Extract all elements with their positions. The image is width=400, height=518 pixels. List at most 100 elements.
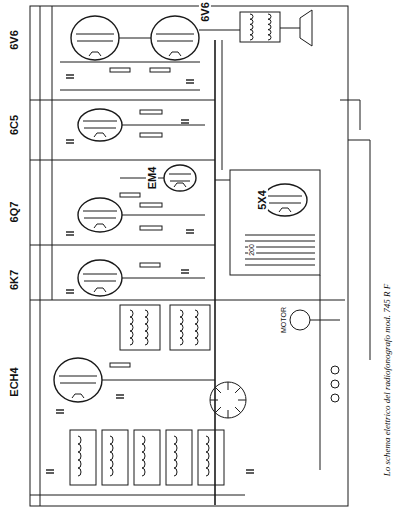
wire <box>215 180 230 181</box>
wire <box>348 140 370 360</box>
wire <box>60 383 96 384</box>
wire <box>246 469 254 470</box>
wire <box>56 412 64 413</box>
wire <box>40 6 41 506</box>
tube-filament <box>169 52 181 56</box>
rf-coil <box>198 430 224 485</box>
power-transformer <box>230 170 320 275</box>
wire <box>46 469 54 470</box>
wire <box>30 100 215 101</box>
wire <box>122 278 205 279</box>
resistor-symbol <box>140 263 160 267</box>
wire <box>246 472 254 473</box>
rf-coil <box>166 430 192 485</box>
wire <box>268 196 302 197</box>
resistor-symbol <box>140 133 162 137</box>
wire <box>66 74 74 75</box>
wire <box>66 231 74 232</box>
wire <box>340 100 360 130</box>
wire <box>84 218 116 219</box>
tube-label: ECH4 <box>8 366 20 397</box>
wire <box>66 292 74 293</box>
wire <box>169 174 191 175</box>
coil <box>110 436 113 476</box>
wire <box>30 300 345 301</box>
tube-label: 5X4 <box>256 189 268 211</box>
tube-label: 6V6 <box>199 1 211 23</box>
vacuum-tube <box>263 184 307 216</box>
wire <box>30 495 245 496</box>
wire <box>228 382 229 390</box>
wire <box>83 211 117 212</box>
wire <box>214 40 216 505</box>
component-value: 200 <box>248 243 256 257</box>
wire <box>157 41 193 42</box>
wire <box>59 376 97 377</box>
wire <box>84 281 116 282</box>
resistor-symbol <box>140 203 162 207</box>
wire <box>280 28 300 29</box>
resistor-symbol <box>120 193 140 197</box>
wire <box>181 122 189 123</box>
tube-filament <box>72 394 84 398</box>
tube-label: 6C5 <box>8 114 20 136</box>
pilot-lamp <box>331 366 339 374</box>
tube-filament <box>94 133 106 137</box>
tube-filament <box>279 208 291 212</box>
wire <box>269 203 301 204</box>
wire <box>186 82 194 83</box>
tube-filament <box>89 52 101 56</box>
wire <box>245 265 315 266</box>
tube-label: EM4 <box>146 166 158 191</box>
wire <box>46 472 54 473</box>
vacuum-tube <box>78 109 122 141</box>
tube-filament <box>94 224 106 228</box>
wire <box>84 128 116 129</box>
tube-label: 6Q7 <box>8 201 20 224</box>
if-transformer <box>120 305 160 350</box>
wire <box>238 400 246 401</box>
if-transformer <box>170 305 210 350</box>
wire <box>76 34 114 35</box>
tube-label: 6V6 <box>8 29 20 51</box>
wire <box>60 62 200 63</box>
tube-label: 6K7 <box>8 269 20 291</box>
wire <box>210 400 218 401</box>
vacuum-tube <box>54 358 102 402</box>
wire <box>83 121 117 122</box>
coil <box>180 310 183 345</box>
component-value: MOTOR <box>280 306 288 334</box>
wire <box>235 407 241 413</box>
rf-coil <box>102 430 128 485</box>
wire <box>116 394 124 395</box>
coil <box>142 436 145 476</box>
coil <box>206 436 209 476</box>
wire <box>170 181 190 182</box>
wire <box>222 40 223 170</box>
wire <box>181 269 189 270</box>
wire <box>119 38 151 39</box>
wire <box>83 274 117 275</box>
wire <box>245 241 315 242</box>
wire <box>66 77 74 78</box>
loudspeaker <box>300 10 312 46</box>
vacuum-tube <box>78 260 122 296</box>
resistor-symbol <box>140 226 162 230</box>
pilot-lamp <box>331 394 339 402</box>
wire <box>66 142 74 143</box>
wire <box>77 41 113 42</box>
resistor-symbol <box>110 68 130 72</box>
wire <box>186 229 194 230</box>
wire <box>215 407 221 413</box>
wire <box>102 380 215 381</box>
vacuum-tube <box>164 165 196 191</box>
coil <box>250 14 253 40</box>
resistor-symbol <box>110 363 130 367</box>
vacuum-tube <box>151 16 199 60</box>
coil <box>268 14 271 40</box>
wire <box>245 235 315 236</box>
wire <box>30 245 215 246</box>
wire <box>66 139 74 140</box>
resistor-symbol <box>150 68 170 72</box>
motor-symbol <box>290 310 310 330</box>
